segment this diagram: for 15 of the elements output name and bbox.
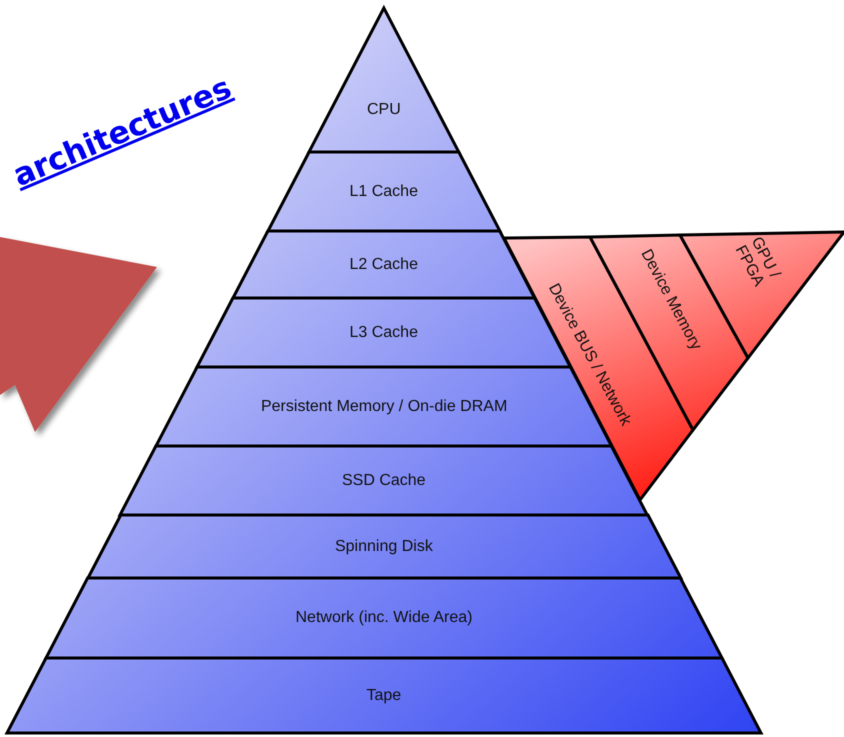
tier-label: Tape — [366, 686, 402, 704]
tier-label: Persistent Memory / On-die DRAM — [260, 398, 508, 416]
pyramid-tier — [268, 152, 500, 231]
tier-label: Network (inc. Wide Area) — [296, 609, 472, 627]
pyramid-tier — [7, 658, 761, 733]
tier-label: Spinning Disk — [334, 538, 433, 556]
tier-label: SSD Cache — [342, 472, 426, 490]
tier-label: L1 Cache — [349, 182, 418, 200]
tier-label: CPU — [366, 101, 401, 119]
pyramid-tier — [233, 231, 535, 298]
pyramid-tier — [88, 515, 680, 578]
tier-label: L2 Cache — [349, 256, 418, 274]
tier-label: L3 Cache — [349, 324, 418, 342]
pyramid-tier — [120, 446, 648, 515]
pyramid-tier — [46, 578, 722, 658]
